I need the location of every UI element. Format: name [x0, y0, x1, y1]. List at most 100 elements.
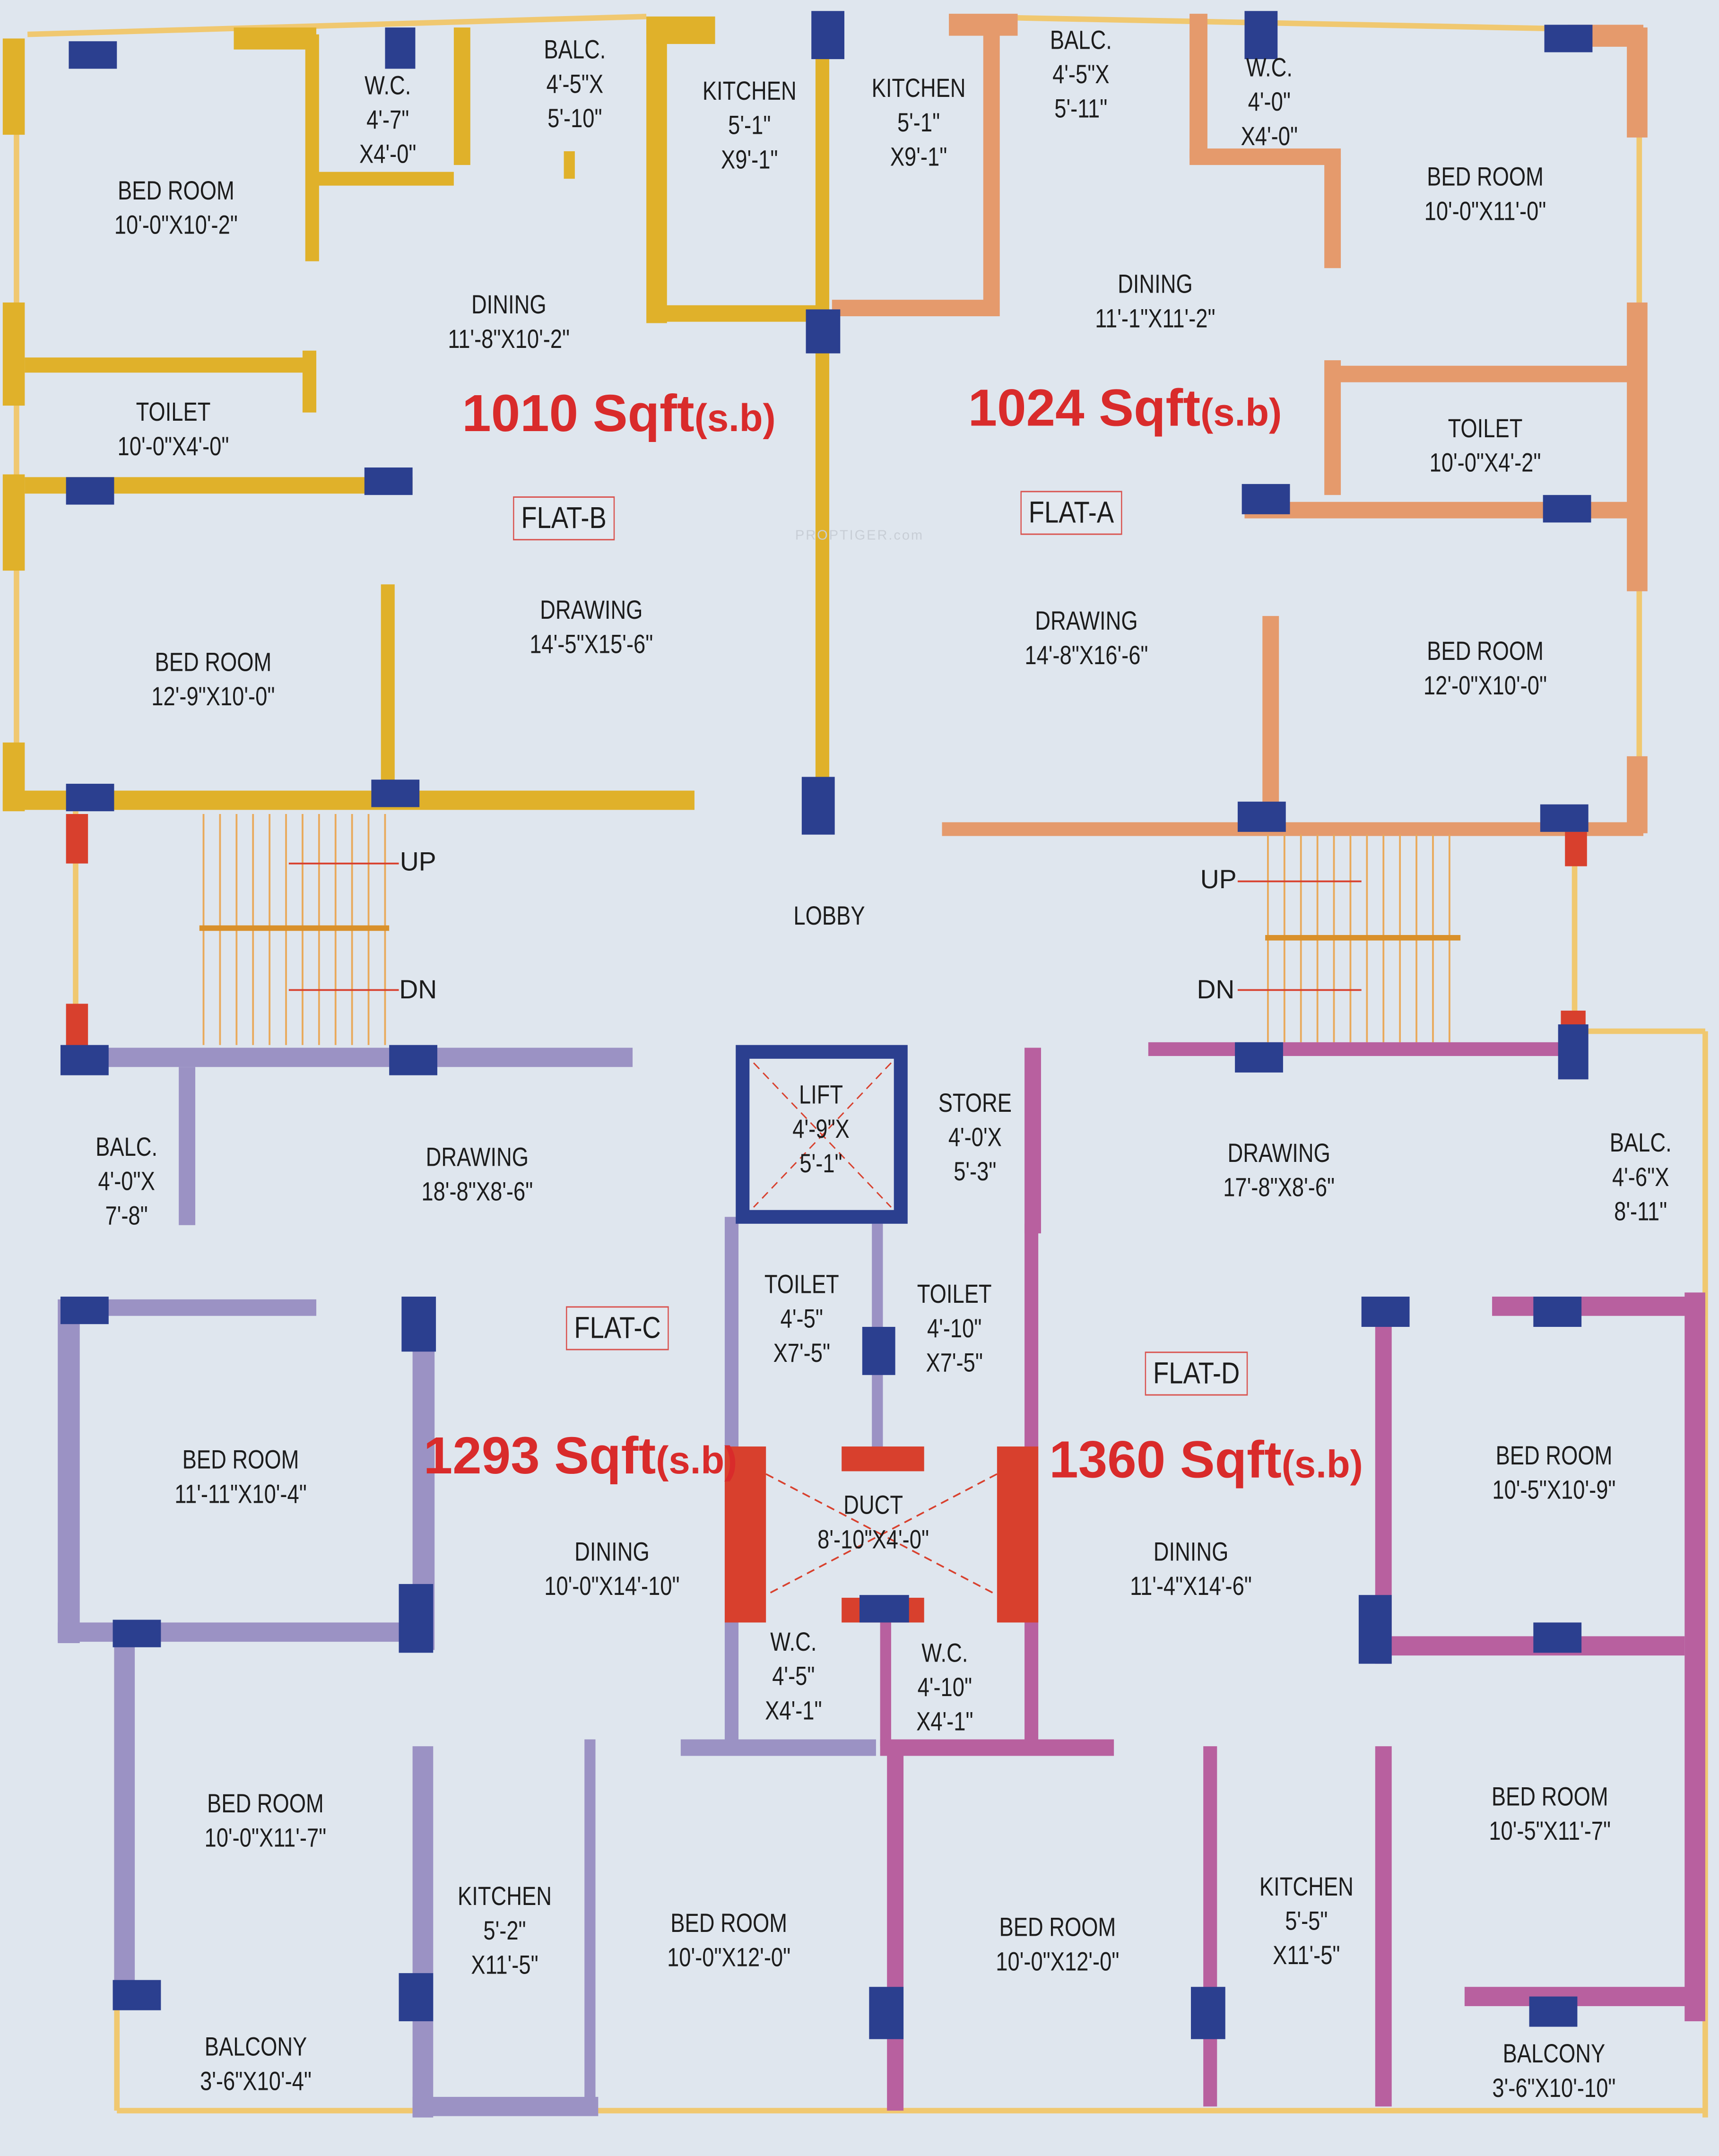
area-suffix: (s.b) — [694, 397, 776, 440]
room-name: W.C. — [921, 1639, 968, 1669]
room-dimensions: 3'-6"X10'-4" — [200, 2068, 312, 2097]
room-dimensions: 4'-5"X 5'-11" — [1052, 61, 1110, 125]
flat-d-area: 1360 Sqft(s.b) — [1049, 1432, 1363, 1491]
stair-down-label: DN — [1197, 976, 1235, 1005]
flat-b-tag: FLAT-B — [513, 496, 615, 541]
room-label: LIFT 4'-9"X 5'-1" — [792, 1079, 849, 1182]
room-label: TOILET 10'-0"X4'-2" — [1430, 413, 1541, 481]
room-name: DUCT — [843, 1492, 903, 1521]
duct-cross — [765, 1473, 998, 1596]
room-label: DUCT 8'-10"X4'-0" — [817, 1489, 929, 1558]
room-name: BALC. — [1050, 26, 1112, 56]
room-name: KITCHEN — [1259, 1873, 1354, 1903]
room-dimensions: 10'-0"X4'-0" — [117, 433, 229, 462]
room-name: BED ROOM — [1427, 164, 1544, 193]
room-dimensions: 10'-0"X14'-10" — [544, 1573, 680, 1602]
room-label: BALC.4'-5"X 5'-10" — [544, 34, 606, 137]
area-value: 1024 Sqft — [968, 380, 1201, 438]
room-name: BED ROOM — [182, 1446, 299, 1476]
room-name: BALC. — [96, 1134, 158, 1163]
room-name: BED ROOM — [207, 1790, 324, 1819]
room-label: W.C.4'-0" X4'-0" — [1241, 52, 1298, 155]
room-dimensions: 4'-0"X 7'-8" — [98, 1168, 155, 1231]
room-label: BALCONY 3'-6"X10'-10" — [1492, 2038, 1615, 2106]
flat-d-tag: FLAT-D — [1145, 1351, 1248, 1396]
room-dimensions: 4'-6"X 8'-11" — [1612, 1164, 1669, 1228]
room-name: BED ROOM — [670, 1910, 788, 1939]
room-name: TOILET — [136, 398, 211, 428]
room-name: BED ROOM — [1427, 638, 1544, 667]
room-label: BED ROOM 10'-0"X10'-2" — [114, 174, 238, 243]
room-dimensions: 10'-5"X11'-7" — [1489, 1818, 1611, 1847]
room-name: STORE — [938, 1090, 1012, 1119]
room-dimensions: 18'-8"X8'-6" — [421, 1178, 533, 1207]
room-name: DRAWING — [540, 597, 643, 626]
room-dimensions: 4'-0" X4'-0" — [1241, 88, 1298, 152]
room-name: TOILET — [917, 1281, 992, 1310]
room-label: BED ROOM 12'-9"X10'-0" — [151, 646, 275, 715]
room-name: LIFT — [799, 1081, 843, 1110]
room-dimensions: 11'-8"X10'-2" — [448, 326, 570, 355]
room-name: BALC. — [544, 36, 606, 66]
room-label: BED ROOM 12'-0"X10'-0" — [1424, 635, 1547, 704]
room-name: BALCONY — [1502, 2040, 1606, 2069]
room-dimensions: 11'-4"X14'-6" — [1130, 1573, 1252, 1602]
room-dimensions: 10'-0"X10'-2" — [114, 211, 238, 241]
room-dimensions: 14'-5"X15'-6" — [530, 631, 653, 660]
room-dimensions: 4'-7" X4'-0" — [359, 106, 417, 170]
room-name: BED ROOM — [155, 649, 272, 678]
room-label: W.C.4'-7" X4'-0" — [359, 69, 416, 173]
room-name: DINING — [471, 291, 547, 320]
room-dimensions: 3'-6"X10'-10" — [1492, 2075, 1616, 2104]
room-name: DINING — [1118, 271, 1193, 300]
flat-c-area: 1293 Sqft(s.b) — [424, 1428, 737, 1487]
room-dimensions: 12'-9"X10'-0" — [151, 683, 275, 712]
room-name: BED ROOM — [1495, 1442, 1613, 1472]
room-dimensions: 10'-0"X11'-0" — [1424, 198, 1546, 227]
lobby-label: LOBBY — [793, 902, 865, 932]
room-name: TOILET — [1448, 415, 1523, 444]
room-dimensions: 10'-0"X12'-0" — [996, 1948, 1120, 1977]
area-suffix: (s.b) — [1281, 1443, 1363, 1486]
room-dimensions: 14'-8"X16'-6" — [1024, 642, 1148, 671]
flat-b-area: 1010 Sqft(s.b) — [462, 386, 775, 445]
flat-b-walls — [2, 14, 830, 825]
room-dimensions: 5'-1" X9'-1" — [890, 109, 947, 173]
room-dimensions: 10'-0"X11'-7" — [204, 1824, 327, 1854]
room-label: W.C.4'-10" X4'-1" — [916, 1637, 973, 1740]
area-value: 1010 Sqft — [462, 385, 695, 444]
room-dimensions: 10'-0"X4'-2" — [1429, 450, 1541, 479]
room-label: DINING 10'-0"X14'-10" — [544, 1536, 679, 1604]
room-name: BED ROOM — [117, 177, 234, 207]
room-name: DRAWING — [425, 1144, 529, 1173]
room-name: KITCHEN — [871, 75, 966, 104]
room-name: DRAWING — [1227, 1140, 1330, 1169]
room-dimensions: 12'-0"X10'-0" — [1423, 672, 1547, 701]
area-value: 1293 Sqft — [423, 1428, 656, 1486]
room-label: DRAWING 14'-5"X15'-6" — [530, 594, 653, 663]
room-label: BED ROOM 10'-0"X11'-7" — [205, 1787, 327, 1856]
room-name: KITCHEN — [458, 1883, 552, 1912]
room-dimensions: 4'-9"X 5'-1" — [792, 1116, 850, 1179]
room-name: KITCHEN — [702, 78, 797, 107]
room-name: DINING — [574, 1538, 650, 1568]
room-label: BED ROOM 10'-0"X12'-0" — [667, 1907, 790, 1976]
room-label: KITCHEN 5'-1" X9'-1" — [872, 72, 966, 175]
room-label: BALC. 4'-6"X 8'-11" — [1610, 1127, 1672, 1230]
room-name: BALC. — [1609, 1129, 1672, 1159]
area-suffix: (s.b) — [1200, 391, 1282, 434]
room-dimensions: 4'-5" X4'-1" — [765, 1663, 822, 1726]
room-dimensions: 8'-10"X4'-0" — [817, 1526, 929, 1555]
room-dimensions: 10'-0"X12'-0" — [667, 1944, 791, 1974]
flat-a-tag: FLAT-A — [1020, 491, 1122, 535]
